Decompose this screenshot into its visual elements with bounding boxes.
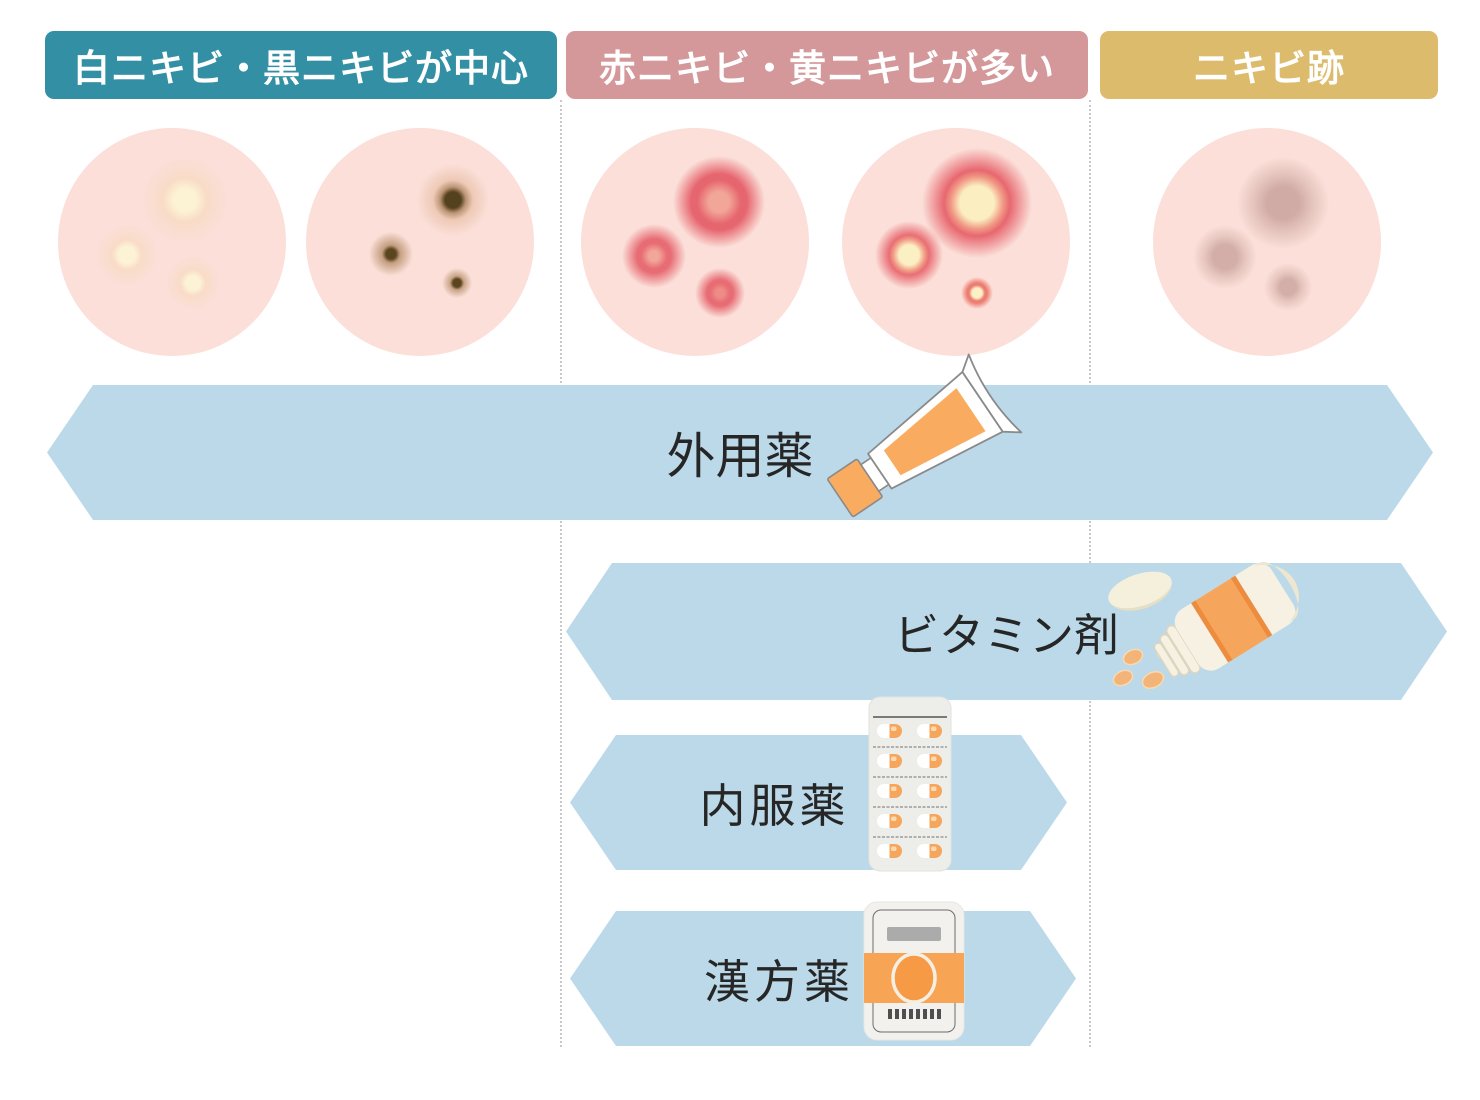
stage-header-scars: ニキビ跡 (1100, 31, 1438, 99)
treatment-band-kampo: 漢方薬 (570, 911, 1076, 1046)
skin-circle-red-acne (581, 128, 809, 356)
stage-header-comedones: 白ニキビ・黒ニキビが中心 (45, 31, 557, 99)
stage-header-label: 赤ニキビ・黄ニキビが多い (599, 48, 1055, 89)
column-divider (560, 100, 562, 1047)
stage-header-label: ニキビ跡 (1193, 48, 1345, 89)
stage-header-inflamed: 赤ニキビ・黄ニキビが多い (566, 31, 1088, 99)
treatment-band-vitamins: ビタミン剤 (566, 563, 1447, 700)
treatment-label: ビタミン剤 (893, 610, 1119, 661)
blister-pack-icon (868, 696, 952, 872)
skin-circle-acne-scars (1153, 128, 1381, 356)
skin-circle-black-comedones (306, 128, 534, 356)
ointment-tube-icon (827, 353, 1023, 518)
treatment-label: 外用薬 (666, 430, 814, 484)
stage-header-label: 白ニキビ・黒ニキビが中心 (73, 48, 529, 89)
kampo-packet-icon (863, 901, 965, 1041)
treatment-band-oral: 内服薬 (570, 735, 1067, 870)
skin-circle-white-comedones (58, 128, 286, 356)
treatment-band-topical: 外用薬 (47, 385, 1433, 520)
skin-circle-yellow-pustules (842, 128, 1070, 356)
treatment-label: 漢方薬 (704, 955, 854, 1008)
treatment-label: 内服薬 (699, 779, 850, 832)
vitamin-bottle-icon (1108, 561, 1299, 689)
